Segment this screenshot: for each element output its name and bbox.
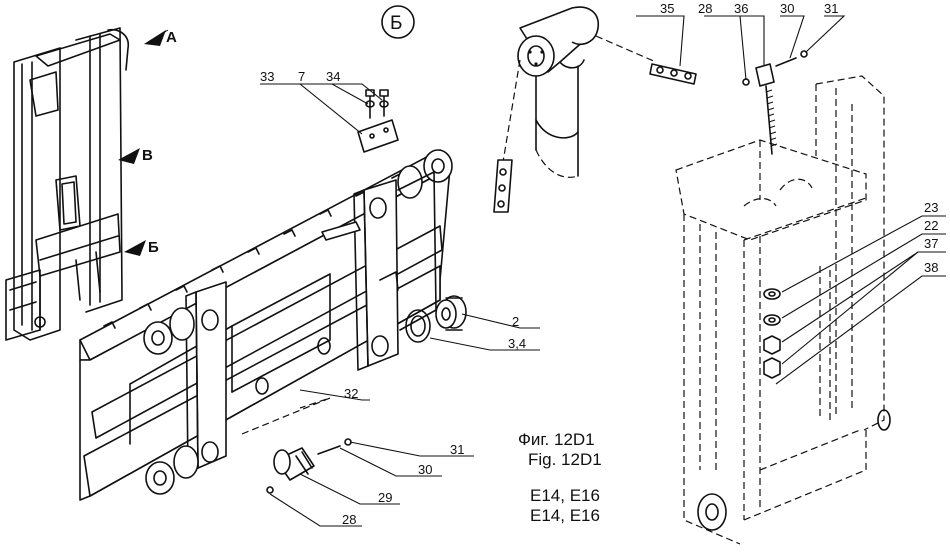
- label-34: 34: [326, 69, 340, 84]
- view-arrow-be-label: Б: [148, 239, 159, 256]
- label-22: 22: [924, 218, 938, 233]
- label-32: 32: [344, 386, 358, 401]
- label-28-bottom: 28: [342, 512, 356, 527]
- view-marker-label: Б: [390, 13, 402, 34]
- shim-3-4: [405, 309, 431, 343]
- label-28-top: 28: [698, 1, 712, 16]
- part-labels: 35 28 36 30 31 33 7 34 23 22 37 38 2 3,4…: [260, 1, 938, 527]
- cotter-31-top: [800, 50, 808, 58]
- washer-28-bottom: [266, 486, 274, 494]
- pin-30-top: [775, 57, 797, 67]
- label-23: 23: [924, 200, 938, 215]
- mast-overview: [5, 27, 130, 341]
- label-38: 38: [924, 260, 938, 275]
- models-line-2: E14, E16: [530, 506, 600, 525]
- mast-right-roller: [877, 409, 891, 431]
- view-arrow-b-label: B: [142, 147, 153, 164]
- view-marker: Б: [381, 5, 415, 39]
- label-29: 29: [378, 490, 392, 505]
- pin-30-bottom: [317, 445, 341, 455]
- label-2: 2: [512, 314, 519, 329]
- label-7: 7: [298, 69, 305, 84]
- leader-lines: [260, 15, 946, 527]
- nut-38: [763, 357, 781, 379]
- adjuster-bolt-36: [755, 63, 778, 155]
- label-30-bottom: 30: [418, 462, 432, 477]
- mast-frame-dashed: [675, 75, 885, 545]
- label-3-4: 3,4: [508, 336, 526, 351]
- label-31-bottom: 31: [450, 442, 464, 457]
- side-roller-2: [435, 295, 467, 331]
- plate-33: [357, 119, 399, 153]
- lift-cylinder-head: [517, 6, 599, 77]
- label-31-top: 31: [824, 1, 838, 16]
- view-arrow-a: A: [144, 29, 177, 46]
- screws-34: [365, 89, 389, 119]
- washer-22: [763, 314, 781, 326]
- assembly-line-bottom: [241, 397, 331, 435]
- mast-bottom-roller: [697, 493, 727, 531]
- label-30-top: 30: [780, 1, 794, 16]
- washer-23: [763, 288, 781, 300]
- chain-upper: [595, 35, 697, 85]
- chain-anchor-29: [273, 447, 315, 481]
- figure-caption-en: Fig. 12D1: [528, 450, 602, 469]
- view-arrow-be: Б: [124, 239, 159, 256]
- models-line-1: E14, E16: [530, 486, 600, 505]
- label-33: 33: [260, 69, 274, 84]
- label-35: 35: [660, 1, 674, 16]
- figure-caption-ru: Фиг. 12D1: [518, 430, 595, 449]
- view-arrow-a-label: A: [166, 29, 177, 46]
- label-37: 37: [924, 236, 938, 251]
- nut-37: [763, 335, 781, 355]
- label-36: 36: [734, 1, 748, 16]
- chain-lower: [493, 159, 513, 213]
- view-arrow-b: B: [118, 147, 153, 164]
- carriage-assembly: [79, 149, 453, 501]
